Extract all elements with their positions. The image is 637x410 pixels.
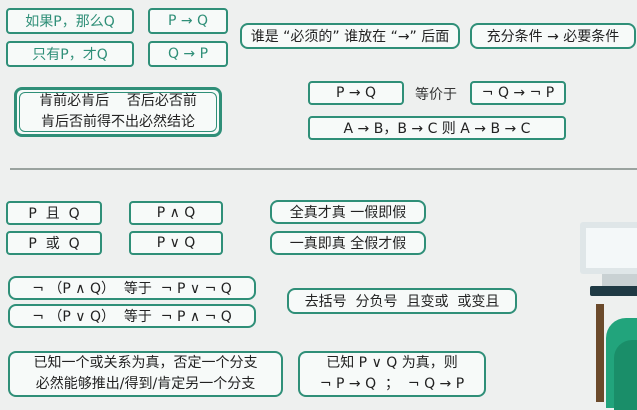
chair-illustration xyxy=(596,304,604,402)
divider xyxy=(10,168,637,170)
desk-illustration xyxy=(590,286,637,296)
equiv-word: 等价于 xyxy=(415,87,457,103)
and-symbol: P ∧ Q xyxy=(129,201,223,225)
or-text: P 或 Q xyxy=(6,231,102,255)
equiv-left-formula: P → Q xyxy=(308,81,404,105)
equiv-right-formula: ¬ Q → ¬ P xyxy=(470,81,566,105)
or-rule: 一真即真 全假才假 xyxy=(270,231,426,255)
demorgan-line-2: ¬ （P ∨ Q） 等于 ¬ P ∧ ¬ Q xyxy=(8,304,256,328)
only-if-formula: Q → P xyxy=(148,41,228,67)
only-if-text: 只有P，才Q xyxy=(6,41,134,67)
and-text: P 且 Q xyxy=(6,201,102,225)
demorgan-line-1: ¬ （P ∧ Q） 等于 ¬ P ∨ ¬ Q xyxy=(8,276,256,300)
if-then-formula: P → Q xyxy=(148,8,228,34)
and-rule: 全真才真 一假即假 xyxy=(270,200,426,224)
monitor-illustration xyxy=(580,222,637,282)
if-then-text: 如果P，那么Q xyxy=(6,8,134,34)
or-branch-explanation: 已知一个或关系为真，否定一个分支 必然能够推出/得到/肯定另一个分支 xyxy=(8,351,283,397)
demorgan-rule: 去括号 分负号 且变或 或变且 xyxy=(287,288,517,314)
plant-leaf xyxy=(614,340,637,410)
mnemonic-line-2: 肯后否前得不出必然结论 xyxy=(41,114,195,130)
monitor-stand xyxy=(602,274,637,288)
chain-formula: A → B，B → C 则 A → B → C xyxy=(308,116,566,140)
condition-box: 充分条件 → 必要条件 xyxy=(470,23,636,49)
mnemonic-line-1: 肯前必肯后 否后必否前 xyxy=(39,93,197,109)
or-branch-line-2: 必然能够推出/得到/肯定另一个分支 xyxy=(35,376,256,392)
or-example-line-1: 已知 P ∨ Q 为真，则 xyxy=(326,355,458,371)
or-symbol: P ∨ Q xyxy=(129,231,223,255)
or-example: 已知 P ∨ Q 为真，则 ¬ P → Q ； ¬ Q → P xyxy=(298,351,486,397)
arrow-rule-box: 谁是 “必须的” 谁放在 “→” 后面 xyxy=(240,23,460,49)
or-example-line-2: ¬ P → Q ； ¬ Q → P xyxy=(319,376,465,392)
mnemonic-box: 肯前必肯后 否后必否前 肯后否前得不出必然结论 xyxy=(14,87,222,137)
or-branch-line-1: 已知一个或关系为真，否定一个分支 xyxy=(33,355,258,371)
